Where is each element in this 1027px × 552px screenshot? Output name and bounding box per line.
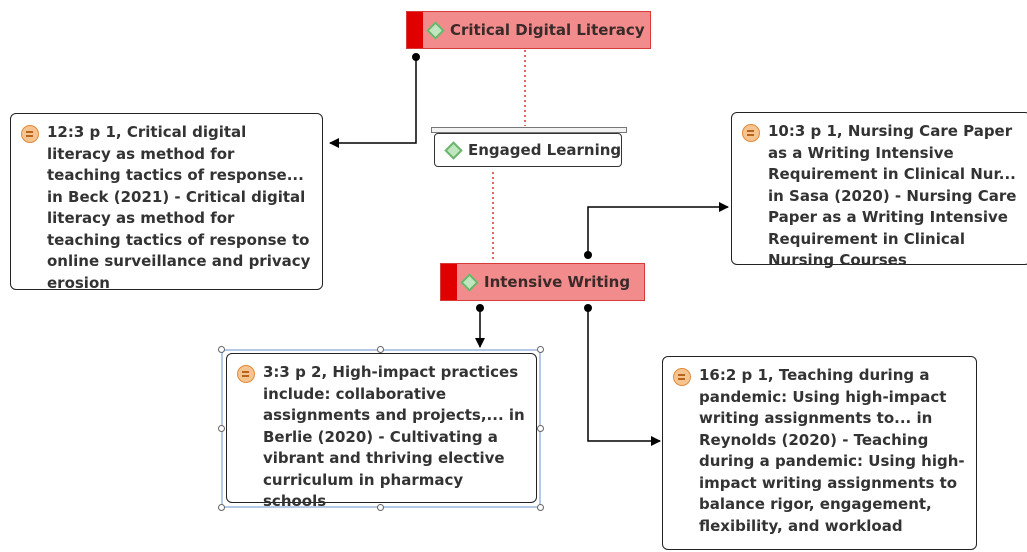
code-node-critical-digital-literacy[interactable]: Critical Digital Literacy <box>406 11 651 49</box>
resize-handle[interactable] <box>537 346 544 353</box>
quotation-node-12-3[interactable]: 12:3 p 1, Critical digital literacy as m… <box>10 113 323 292</box>
link-start-dot <box>584 304 592 312</box>
quotation-icon <box>237 365 255 383</box>
group-label: Engaged Learning <box>468 141 622 159</box>
link-start-dot <box>412 53 420 61</box>
link-cdl-quote-12-3[interactable] <box>329 57 417 148</box>
resize-handle[interactable] <box>377 346 384 353</box>
code-label: Critical Digital Literacy <box>450 21 645 39</box>
link-start-dot <box>584 251 592 259</box>
resize-handle[interactable] <box>218 504 225 511</box>
resize-handle[interactable] <box>218 425 225 432</box>
quotation-text: 16:2 p 1, Teaching during a pandemic: Us… <box>699 366 965 535</box>
diamond-icon <box>426 20 445 40</box>
link-intensive-quote-16-2[interactable] <box>587 308 661 446</box>
quotation-node-10-3[interactable]: 10:3 p 1, Nursing Care Paper as a Writin… <box>731 112 1027 269</box>
link-start-dot <box>476 304 484 312</box>
resize-handle[interactable] <box>537 425 544 432</box>
quotation-text: 10:3 p 1, Nursing Care Paper as a Writin… <box>768 122 1017 269</box>
diamond-icon <box>460 272 479 292</box>
code-color-bar <box>407 12 423 48</box>
resize-handle[interactable] <box>537 504 544 511</box>
quotation-text: 3:3 p 2, High-impact practices include: … <box>263 363 525 510</box>
group-header-bar <box>431 127 627 133</box>
quotation-icon <box>21 125 39 143</box>
resize-handle[interactable] <box>218 346 225 353</box>
group-node-engaged-learning[interactable]: Engaged Learning <box>434 133 622 167</box>
code-node-intensive-writing[interactable]: Intensive Writing <box>440 263 645 301</box>
link-intensive-quote-10-3[interactable] <box>587 202 729 255</box>
quotation-icon <box>673 368 691 386</box>
quotation-text: 12:3 p 1, Critical digital literacy as m… <box>47 123 311 292</box>
diamond-icon <box>444 140 463 160</box>
code-color-bar <box>441 264 457 300</box>
quotation-icon <box>742 124 760 142</box>
quotation-node-3-3[interactable]: 3:3 p 2, High-impact practices include: … <box>226 353 537 510</box>
quotation-node-16-2[interactable]: 16:2 p 1, Teaching during a pandemic: Us… <box>662 356 977 550</box>
code-label: Intensive Writing <box>484 273 631 291</box>
resize-handle[interactable] <box>377 504 384 511</box>
